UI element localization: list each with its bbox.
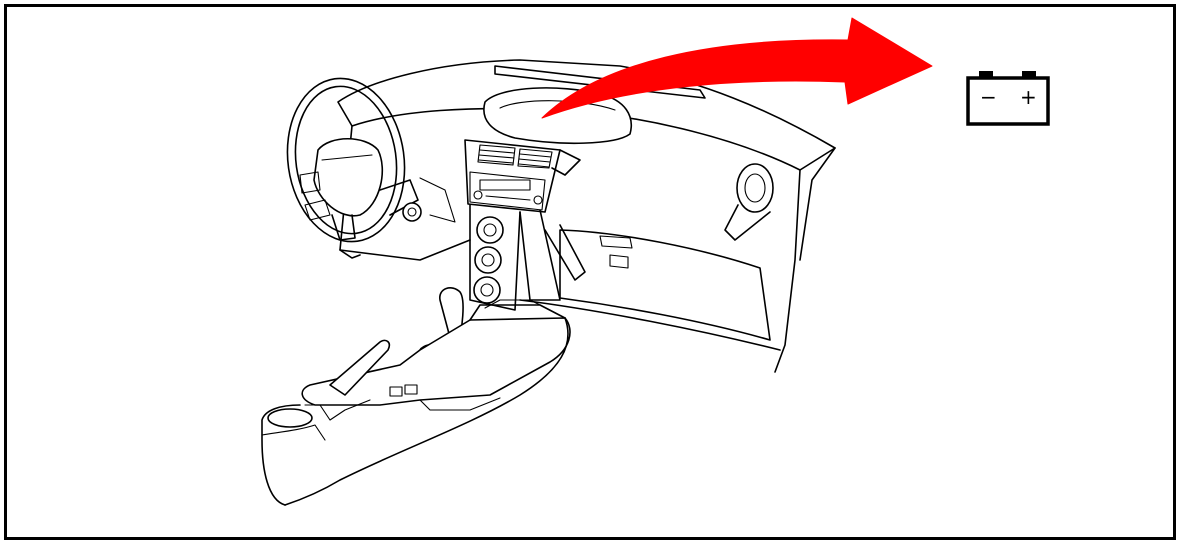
direction-arrow (541, 17, 933, 119)
battery-negative-label: − (980, 85, 997, 109)
dashboard-illustration (337, 59, 836, 373)
steering-wheel-illustration (286, 77, 456, 259)
battery-icon: − + (966, 71, 1050, 126)
battery-positive-label: + (1020, 85, 1037, 109)
center-console-illustration (261, 287, 571, 506)
